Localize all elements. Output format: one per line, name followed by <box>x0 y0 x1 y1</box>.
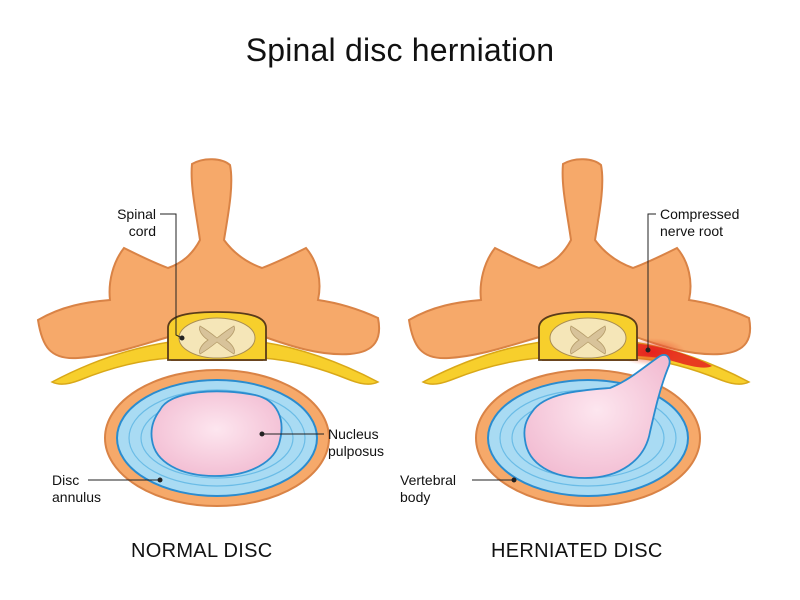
label-spinal-cord: Spinal cord <box>96 206 156 240</box>
label-line: nerve root <box>660 223 724 239</box>
normal-nucleus-pulposus <box>150 390 283 477</box>
herniated-vertebra <box>407 158 752 507</box>
label-disc-annulus: Disc annulus <box>52 472 101 506</box>
label-line: annulus <box>52 489 102 505</box>
herniated-grey-matter <box>570 325 606 355</box>
normal-nerve-band <box>50 341 380 385</box>
leader-dot <box>157 477 163 483</box>
label-line: pulposus <box>328 443 385 459</box>
leader-lines <box>88 213 656 483</box>
compressed-nerve-root-band <box>633 343 712 368</box>
normal-annulus-ring <box>128 389 306 487</box>
leader-dot <box>179 335 185 341</box>
normal-vertebra <box>36 158 381 507</box>
label-nucleus-pulposus: Nucleus pulposus <box>328 426 384 460</box>
label-compressed-nerve-root: Compressed nerve root <box>660 206 739 240</box>
label-line: Vertebral <box>400 472 457 488</box>
label-vertebral-body: Vertebral body <box>400 472 456 506</box>
label-line: body <box>400 489 431 505</box>
label-line: Compressed <box>660 206 740 222</box>
caption-herniated-disc: HERNIATED DISC <box>491 540 663 562</box>
leader-dot <box>511 477 517 483</box>
normal-grey-matter <box>199 325 235 355</box>
leader-spinal-cord <box>160 213 183 339</box>
label-line: Disc <box>52 472 80 488</box>
herniated-nucleus <box>523 354 671 479</box>
leader-compressed-nerve-root <box>647 213 656 350</box>
diagram-title: Spinal disc herniation <box>245 32 555 68</box>
caption-normal-disc: NORMAL DISC <box>131 540 273 562</box>
normal-vertebral-arch <box>36 158 381 361</box>
label-line: Nucleus <box>328 426 379 442</box>
label-line: cord <box>128 223 156 239</box>
leader-dot <box>259 431 265 437</box>
leader-dot <box>645 347 651 353</box>
label-line: Spinal <box>117 206 156 222</box>
